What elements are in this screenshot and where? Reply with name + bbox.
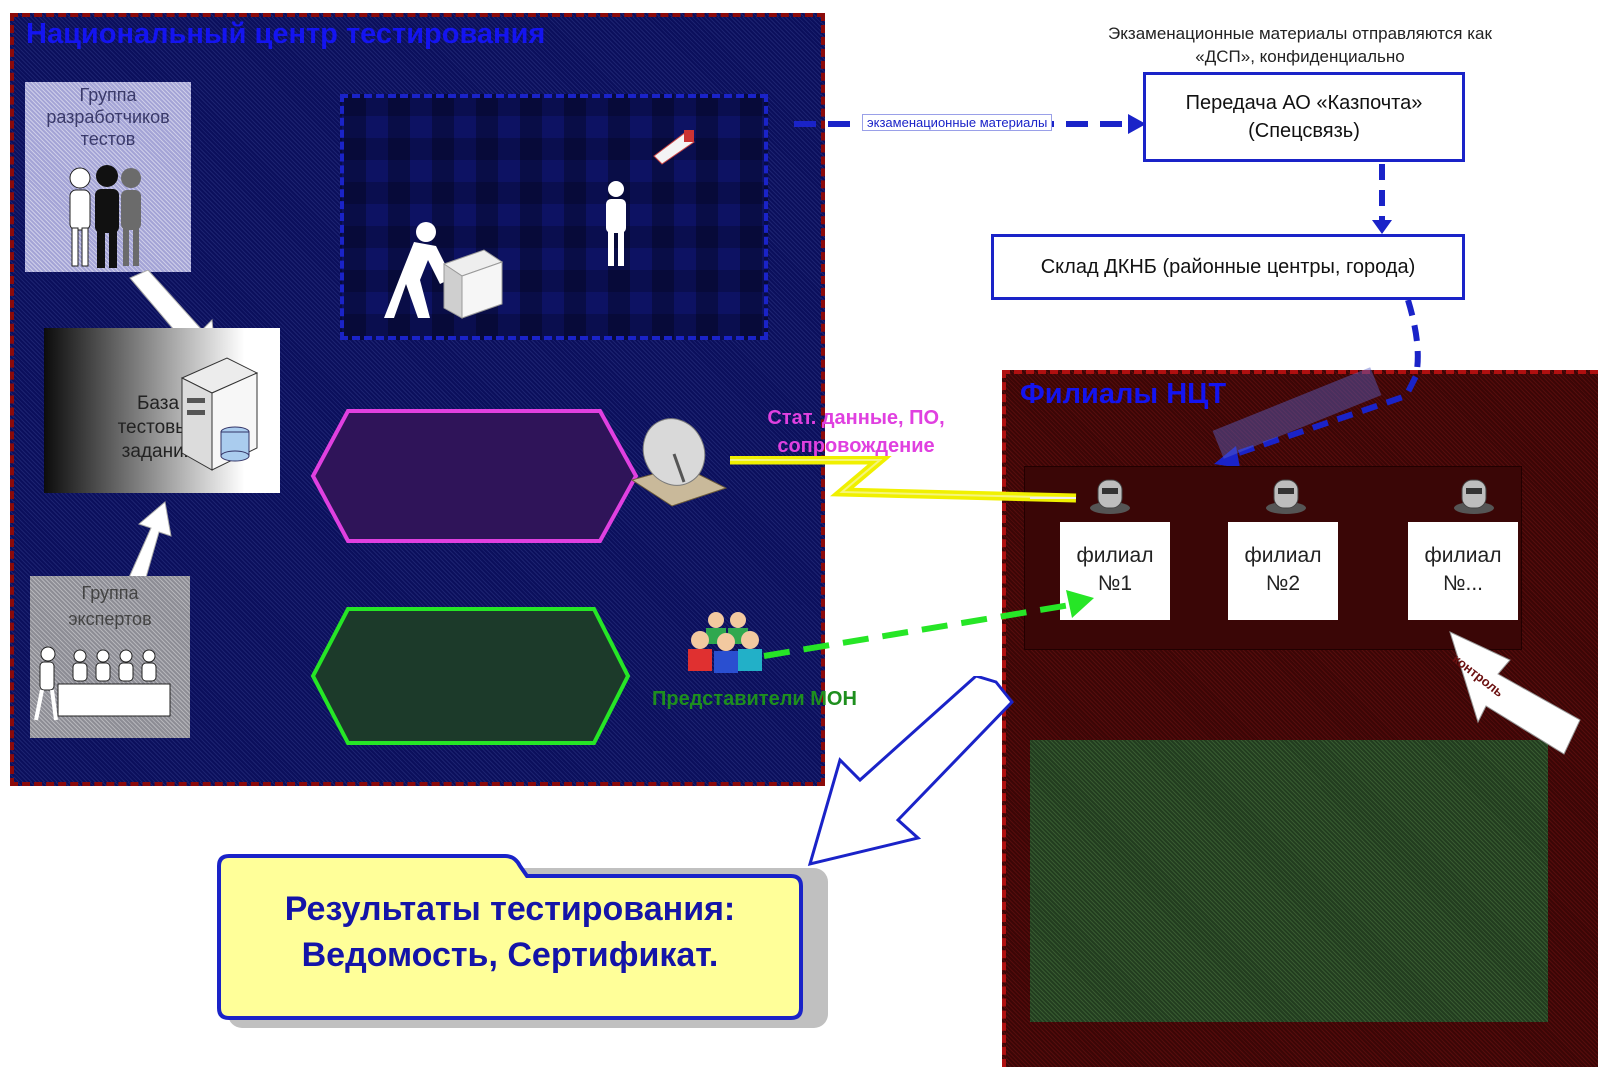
arrow-experts-db [126,501,172,589]
people-icon [69,165,141,268]
branches-title: Филиалы НЦТ [1020,378,1227,410]
arrow-materials [794,114,1146,134]
exam-note: Экзаменационные материалы отправляются к… [1108,24,1492,66]
guard-icon-2 [1266,479,1306,514]
guard-icon-3 [1454,479,1494,514]
arrow-warehouse-branches [1214,299,1421,468]
printing-section [340,94,768,340]
person-icon [606,181,626,266]
branch-2: филиал №2 [1228,522,1338,620]
test-db-label: База тестовых заданий [117,393,199,462]
stamp-icon [653,130,695,165]
results-folder [217,854,803,1020]
exam-materials-label: экзаменационные материалы [862,114,1053,131]
satellite-dish-icon [630,418,728,507]
arrow-mon-branch [763,590,1094,659]
monitoring-hexagon [310,607,631,745]
warehouse-label: Склад ДКНБ (районные центры, города) [1040,256,1416,278]
box-loader-icon [384,222,504,319]
branch-1-label: филиал №1 [1076,544,1154,595]
branch-2-label: филиал №2 [1244,544,1322,595]
mon-reps-label: Представители МОН [652,688,857,710]
results-line-1: Результаты тестирования: [284,890,736,928]
developers-label: Группа разработчиков тестов [46,85,170,149]
kazpost-label: Передача АО «Казпочта» (Спецсвязь) [1185,92,1423,142]
results-line-2: Ведомость, Сертификат. [301,936,719,974]
meeting-icon [34,646,171,721]
warehouse-box: Склад ДКНБ (районные центры, города) [991,234,1465,300]
software-hexagon [310,409,639,543]
commission-box [1030,740,1548,1022]
ncm-title: Национальный центр тестирования [26,18,546,50]
stat-label: Стат. данные, ПО, сопровождение [767,407,945,457]
control-arrow [1449,631,1581,755]
experts-label: Группа экспертов [68,583,152,629]
experts-group: Группа экспертов [30,576,190,738]
server-icon [180,357,259,471]
people-group-icon [688,612,762,673]
arrow-kazpost-warehouse [1372,164,1392,234]
branch-3-label: филиал №... [1424,544,1502,595]
developers-group: Группа разработчиков тестов [25,82,191,272]
guard-icon-1 [1090,479,1130,514]
results-arrow [807,676,1014,867]
lightning-connector [730,456,1077,503]
branch-3: филиал №... [1408,522,1518,620]
test-db-box: База тестовых заданий [44,328,280,493]
kazpost-box: Передача АО «Казпочта» (Спецсвязь) [1143,72,1465,162]
